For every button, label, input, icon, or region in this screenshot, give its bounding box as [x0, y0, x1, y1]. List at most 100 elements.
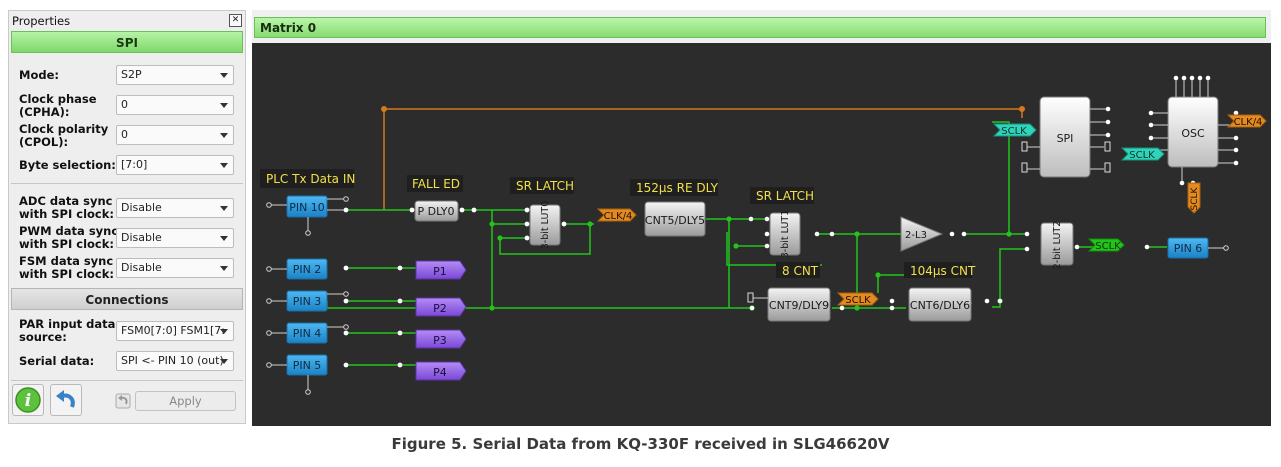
port-p4-label: P4	[433, 366, 447, 379]
undo-button[interactable]	[50, 384, 82, 416]
chevron-down-icon	[220, 359, 228, 364]
cpol-select[interactable]: 0	[116, 125, 234, 145]
clk4-tag-b-label: CLK/4	[1234, 117, 1263, 128]
port-p4[interactable]	[415, 361, 467, 381]
chevron-down-icon	[220, 236, 228, 241]
matrix-canvas: PLC Tx Data IN FALL ED SR LATCH 152µs RE…	[252, 43, 1271, 426]
clk4-tag-a-label: CLK/4	[604, 211, 633, 222]
lut1-block[interactable]	[769, 212, 801, 256]
fsm-sync-label: FSM data sync with SPI clock:	[19, 254, 114, 281]
close-icon[interactable]: ✕	[229, 14, 242, 27]
mode-label: Mode:	[19, 68, 59, 82]
cnt5-block[interactable]	[644, 201, 706, 237]
panel-title: Properties	[12, 14, 71, 28]
reset-icon[interactable]	[115, 393, 131, 409]
lut0-label: 3-bit LUT0	[540, 201, 551, 250]
clk4-tag-a	[596, 208, 637, 222]
sclk-tag-c	[1120, 147, 1165, 161]
pdly0-label: P DLY0	[418, 205, 455, 218]
osc-label: OSC	[1181, 127, 1205, 140]
sclk-tag-b	[992, 123, 1037, 137]
serial-data-label: Serial data:	[19, 354, 95, 368]
chevron-down-icon	[220, 266, 228, 271]
l3-label: 2-L3	[905, 230, 927, 241]
cpha-select[interactable]: 0	[116, 95, 234, 115]
lut2-label: 2-bit LUT2	[1052, 221, 1063, 270]
pin10-block[interactable]	[286, 195, 328, 218]
adc-sync-value: Disable	[121, 201, 162, 214]
pin2-label: PIN 2	[293, 263, 322, 276]
chevron-down-icon	[220, 329, 228, 334]
l3-block[interactable]	[900, 216, 944, 252]
port-p2-label: P2	[433, 302, 447, 315]
pin5-label: PIN 5	[293, 359, 322, 372]
byte-selection-select[interactable]: [7:0]	[116, 155, 234, 175]
cpol-value: 0	[121, 128, 128, 141]
byte-selection-label: Byte selection:	[19, 158, 116, 172]
adc-sync-label: ADC data sync with SPI clock:	[19, 194, 114, 221]
osc-block[interactable]	[1167, 96, 1219, 168]
pin10-label: PIN 10	[289, 201, 325, 214]
lut1-label: 3-bit LUT1	[780, 210, 791, 259]
chevron-down-icon	[220, 133, 228, 138]
serial-data-select[interactable]: SPI <- PIN 10 (out)	[116, 351, 234, 371]
pin3-label: PIN 3	[293, 295, 322, 308]
sclk-tag-b-label: SCLK	[1001, 126, 1027, 137]
sclk-tag-a-label: SCLK	[845, 295, 871, 306]
byte-selection-value: [7:0]	[121, 158, 148, 171]
mode-value: S2P	[121, 68, 142, 81]
port-p1-label: P1	[433, 265, 447, 278]
pin6-label: PIN 6	[1174, 242, 1203, 255]
par-source-value: FSM0[7:0] FSM1[7:	[121, 324, 225, 337]
pwm-sync-value: Disable	[121, 231, 162, 244]
re-dly-label: 152µs RE DLY	[636, 181, 719, 195]
sr-latch-label-2: SR LATCH	[756, 189, 814, 203]
port-p1[interactable]	[415, 260, 467, 280]
mode-select[interactable]: S2P	[116, 65, 234, 85]
fsm-sync-select[interactable]: Disable	[116, 258, 234, 278]
port-p3[interactable]	[415, 329, 467, 349]
info-button[interactable]: i	[12, 384, 44, 416]
chevron-down-icon	[220, 206, 228, 211]
spi-block[interactable]	[1039, 96, 1091, 178]
sclk-tag-e	[1087, 238, 1125, 252]
chevron-down-icon	[220, 103, 228, 108]
lut2-block[interactable]	[1040, 222, 1074, 266]
pwm-sync-label: PWM data sync with SPI clock:	[19, 224, 119, 251]
cnt9-block[interactable]	[767, 287, 831, 322]
chevron-down-icon	[220, 163, 228, 168]
par-source-label: PAR input data source:	[19, 317, 116, 344]
sclk-tag-a	[836, 292, 879, 306]
cnt6-block[interactable]	[908, 287, 972, 322]
port-p2[interactable]	[415, 297, 467, 317]
sclk-tag-c-label: SCLK	[1129, 150, 1155, 161]
par-source-select[interactable]: FSM0[7:0] FSM1[7:	[116, 321, 234, 341]
port-p3-label: P3	[433, 334, 447, 347]
svg-text:i: i	[25, 391, 31, 411]
cpol-label: Clock polarity (CPOL):	[19, 122, 109, 149]
adc-sync-select[interactable]: Disable	[116, 198, 234, 218]
fall-ed-label: FALL ED	[412, 177, 460, 191]
junction-dot	[1019, 106, 1025, 112]
chevron-down-icon	[220, 73, 228, 78]
divider	[11, 380, 243, 381]
properties-panel: Properties ✕ SPI Mode: S2P Clock phase (…	[8, 10, 246, 424]
pwm-sync-select[interactable]: Disable	[116, 228, 234, 248]
cnt8-label: 8 CNT	[782, 264, 819, 278]
pdly0-block[interactable]	[414, 200, 459, 222]
sclk-tag-d-label: SCLK	[1190, 186, 1200, 210]
undo-icon	[56, 390, 75, 408]
fsm-sync-value: Disable	[121, 261, 162, 274]
sclk-tag-e-label: SCLK	[1095, 241, 1121, 252]
info-icon: i	[15, 387, 41, 413]
divider	[11, 183, 243, 184]
connections-section-header: Connections	[11, 288, 243, 310]
cnt5-label: CNT5/DLY5	[645, 214, 705, 227]
pin4-label: PIN 4	[293, 327, 322, 340]
figure-caption: Figure 5. Serial Data from KQ-330F recei…	[391, 435, 890, 453]
clk4-tag-b	[1226, 114, 1267, 128]
plc-tx-label: PLC Tx Data IN	[266, 172, 355, 186]
apply-button[interactable]: Apply	[135, 391, 236, 411]
cnt9-label: CNT9/DLY9	[769, 299, 829, 312]
lut0-block[interactable]	[529, 204, 561, 246]
